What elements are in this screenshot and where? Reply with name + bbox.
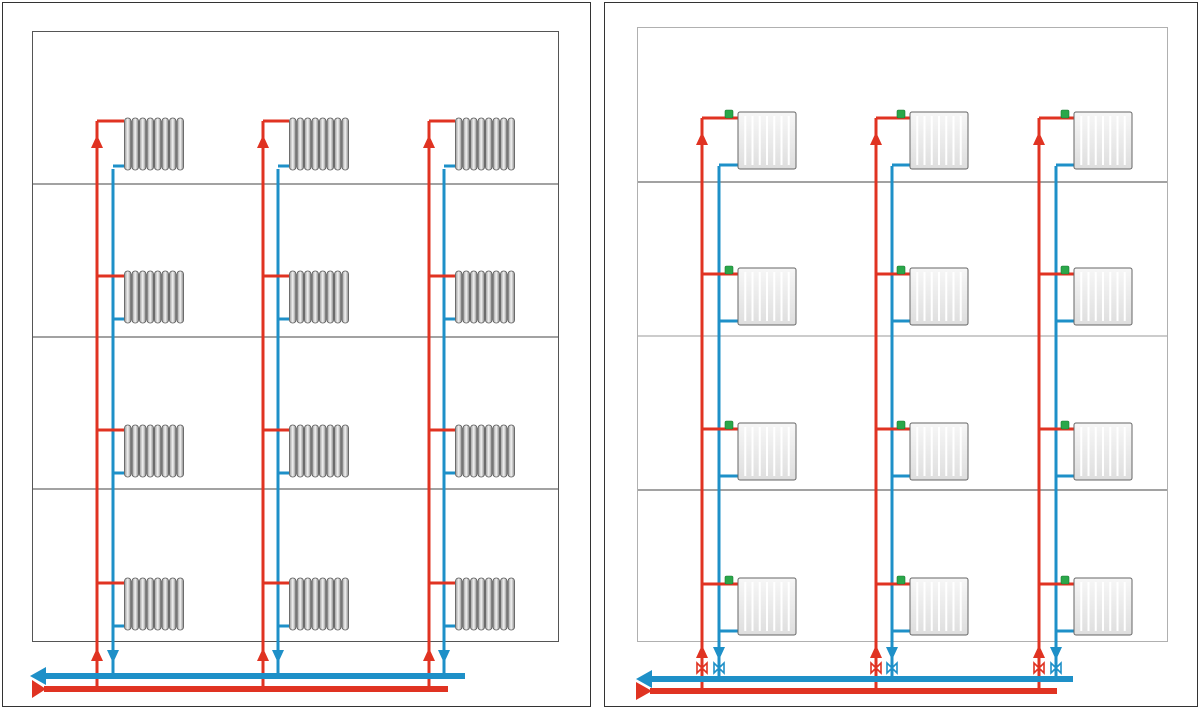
return-main-arrow-icon	[30, 667, 46, 685]
sectional-radiator	[455, 424, 515, 478]
thermostatic-valve-icon	[724, 109, 734, 119]
sectional-radiator	[124, 424, 184, 478]
left-panel	[2, 2, 591, 707]
riser-3	[1033, 109, 1133, 688]
supply-arrow-icon	[257, 135, 269, 148]
return-arrow-icon	[886, 647, 898, 660]
panel-radiator	[737, 422, 797, 481]
panel-radiator	[909, 577, 969, 636]
sectional-radiator	[289, 424, 349, 478]
thermostatic-valve-icon	[896, 420, 906, 430]
panel-radiator	[909, 267, 969, 326]
panel-radiator	[737, 267, 797, 326]
return-arrow-icon	[107, 650, 119, 663]
thermostatic-valve-icon	[724, 265, 734, 275]
panel-radiator	[737, 111, 797, 170]
return-arrow-icon	[713, 647, 725, 660]
supply-arrow-icon	[257, 648, 269, 661]
panel-radiator	[1073, 577, 1133, 636]
supply-arrow-icon	[696, 645, 708, 658]
supply-arrow-icon	[870, 132, 882, 145]
balancing-valve-icon	[696, 661, 708, 675]
sectional-radiator	[455, 577, 515, 631]
riser-2	[870, 109, 969, 688]
balancing-valve-icon	[1050, 661, 1062, 675]
right-panel	[604, 2, 1198, 707]
sectional-radiator	[289, 577, 349, 631]
panel-radiator	[909, 422, 969, 481]
supply-arrow-icon	[91, 135, 103, 148]
sectional-radiator	[124, 117, 184, 171]
supply-arrow-icon	[91, 648, 103, 661]
sectional-radiator	[455, 270, 515, 324]
supply-main-arrow-icon	[636, 682, 652, 700]
thermostatic-valve-icon	[896, 109, 906, 119]
supply-arrow-icon	[1033, 645, 1045, 658]
left-riser-system	[30, 117, 515, 698]
balancing-valve-icon	[1033, 661, 1045, 675]
panel-radiator	[1073, 422, 1133, 481]
supply-arrow-icon	[423, 135, 435, 148]
thermostatic-valve-icon	[896, 265, 906, 275]
thermostatic-valve-icon	[1060, 109, 1070, 119]
riser-3	[423, 117, 515, 688]
balancing-valve-icon	[870, 661, 882, 675]
thermostatic-valve-icon	[724, 420, 734, 430]
panel-radiator	[909, 111, 969, 170]
thermostatic-valve-icon	[1060, 420, 1070, 430]
sectional-radiator	[455, 117, 515, 171]
return-arrow-icon	[272, 650, 284, 663]
panel-radiator	[1073, 111, 1133, 170]
supply-arrow-icon	[1033, 132, 1045, 145]
riser-1	[696, 109, 797, 688]
panel-radiator	[737, 577, 797, 636]
balancing-valve-icon	[886, 661, 898, 675]
left-floor-lines	[33, 183, 558, 490]
right-riser-system	[636, 109, 1133, 700]
riser-2	[257, 117, 349, 688]
return-arrow-icon	[438, 650, 450, 663]
sectional-radiator	[124, 577, 184, 631]
thermostatic-valve-icon	[896, 575, 906, 585]
supply-arrow-icon	[696, 132, 708, 145]
sectional-radiator	[289, 270, 349, 324]
sectional-radiator	[124, 270, 184, 324]
panel-radiator	[1073, 267, 1133, 326]
sectional-radiator	[289, 117, 349, 171]
thermostatic-valve-icon	[1060, 575, 1070, 585]
supply-arrow-icon	[423, 648, 435, 661]
thermostatic-valve-icon	[724, 575, 734, 585]
return-arrow-icon	[1050, 647, 1062, 660]
balancing-valve-icon	[713, 661, 725, 675]
thermostatic-valve-icon	[1060, 265, 1070, 275]
supply-arrow-icon	[870, 645, 882, 658]
return-main-arrow-icon	[636, 670, 652, 688]
supply-main-arrow-icon	[32, 680, 46, 698]
right-floor-lines	[638, 181, 1167, 491]
riser-1	[91, 117, 184, 688]
